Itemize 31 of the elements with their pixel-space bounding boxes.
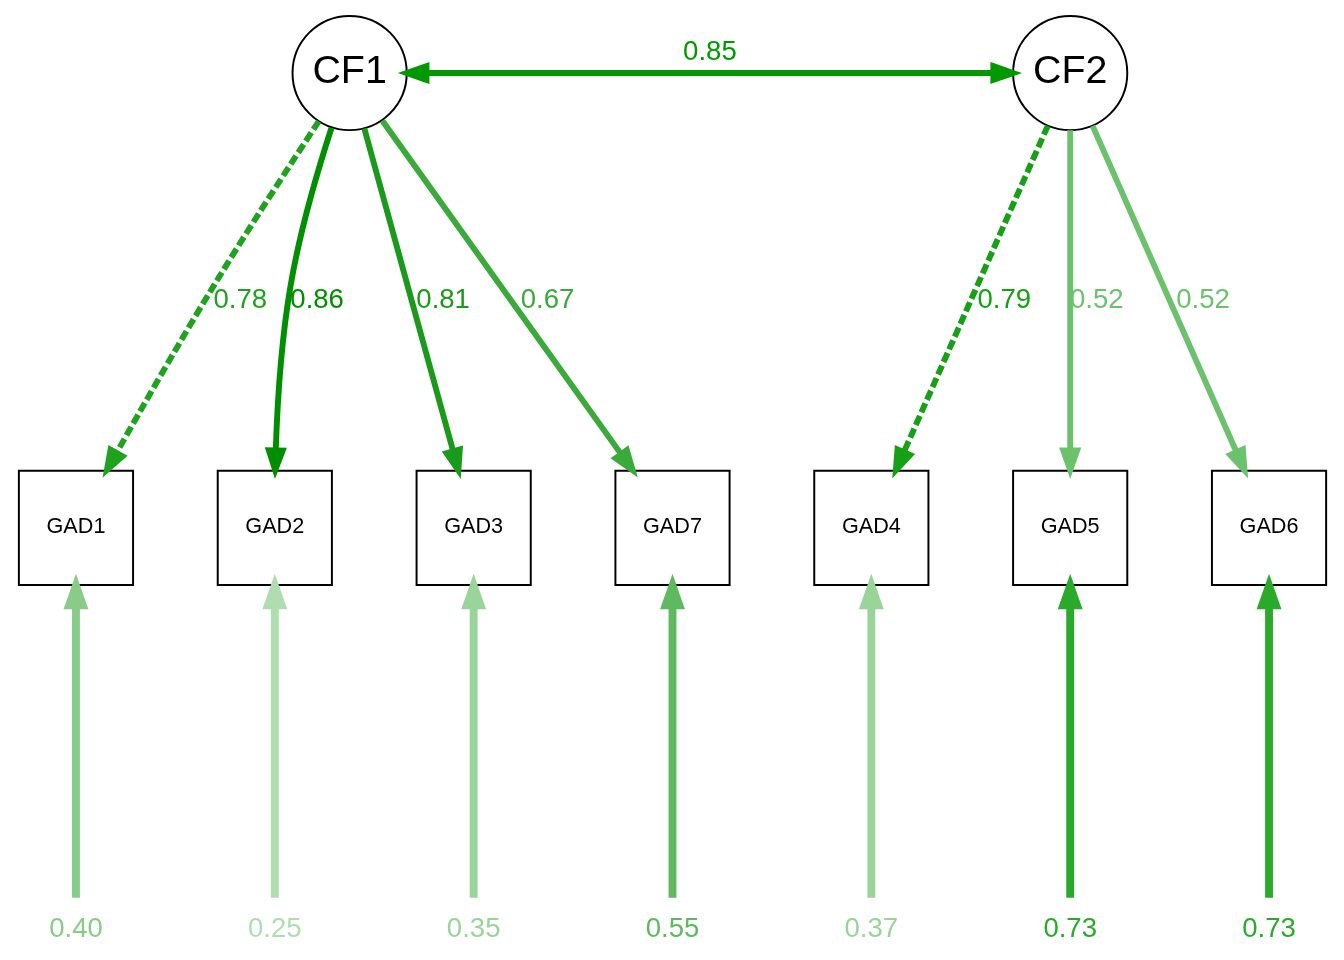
edge-label: 0.25 [247,911,302,943]
edge-label: 0.73 [1042,911,1097,943]
node-box: GAD1 [17,469,134,586]
arrow [397,62,1022,85]
edge-label: 0.40 [48,911,103,943]
edge-label: 0.37 [844,911,898,943]
arrow [891,124,1050,479]
edge-label: 0.35 [446,911,500,943]
edge-label: 0.81 [415,282,470,314]
arrow [379,119,638,478]
arrow [264,127,334,480]
node-box: GAD2 [216,469,333,586]
edge-label: 0.73 [1241,911,1296,943]
arrow [1089,124,1248,479]
edge-label: 0.55 [645,911,699,943]
edge-label: 0.85 [682,34,737,66]
arrow [361,127,463,479]
node-box: GAD3 [415,469,532,586]
edge-label: 0.67 [520,282,574,314]
node-box: GAD5 [1011,469,1128,586]
edge-label: 0.79 [976,282,1031,314]
node-circle: CF2 [1011,14,1128,132]
node-circle: CF1 [291,14,408,132]
arrow [1058,130,1081,480]
node-box: GAD4 [812,469,929,586]
node-box: GAD6 [1210,469,1327,586]
edge-label: 0.52 [1175,282,1230,314]
edge-label: 0.86 [289,282,344,314]
arrow [102,119,321,478]
node-box: GAD7 [613,469,731,586]
edge-label: 0.78 [213,282,267,314]
